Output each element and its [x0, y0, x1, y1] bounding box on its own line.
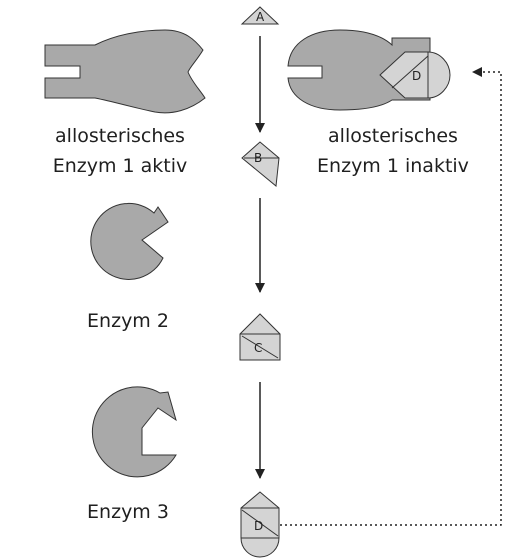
inhibitor-d-letter: D — [412, 69, 421, 83]
metabolite-d: D — [240, 491, 280, 558]
metabolite-b: B — [241, 141, 280, 187]
metabolite-a: A — [240, 6, 280, 25]
metabolite-d-diagonal — [241, 509, 279, 537]
enzyme1-active-label-line2: Enzym 1 aktiv — [53, 155, 188, 177]
enzyme3-label: Enzym 3 — [87, 501, 169, 523]
inhibitor-d-diagonal — [391, 55, 429, 89]
enzyme2-shape — [90, 202, 169, 280]
metabolite-c-diagonal — [241, 335, 279, 359]
feedback-arrowhead — [472, 67, 482, 77]
metabolite-c-letter: C — [254, 341, 262, 355]
enzyme1-inactive-shape — [287, 29, 431, 111]
enzyme1-inactive-label-line1: allosterisches — [328, 125, 458, 147]
metabolite-c-shape — [239, 313, 281, 361]
enzyme1-inactive-label-line2: Enzym 1 inaktiv — [317, 155, 469, 177]
enzyme1-active-shape — [44, 29, 206, 114]
metabolite-c: C — [239, 313, 281, 361]
enzyme1-active-label-line1: allosterisches — [55, 125, 185, 147]
feedback-inhibition-line — [280, 71, 502, 526]
metabolite-b-letter: B — [254, 151, 262, 165]
enzyme2-label: Enzym 2 — [87, 310, 169, 332]
enzyme3-shape — [91, 386, 177, 478]
enzyme1-inactive-group: D — [287, 29, 451, 111]
metabolite-d-letter: D — [254, 519, 263, 533]
metabolite-a-shape — [240, 6, 280, 25]
metabolite-a-letter: A — [256, 10, 265, 24]
